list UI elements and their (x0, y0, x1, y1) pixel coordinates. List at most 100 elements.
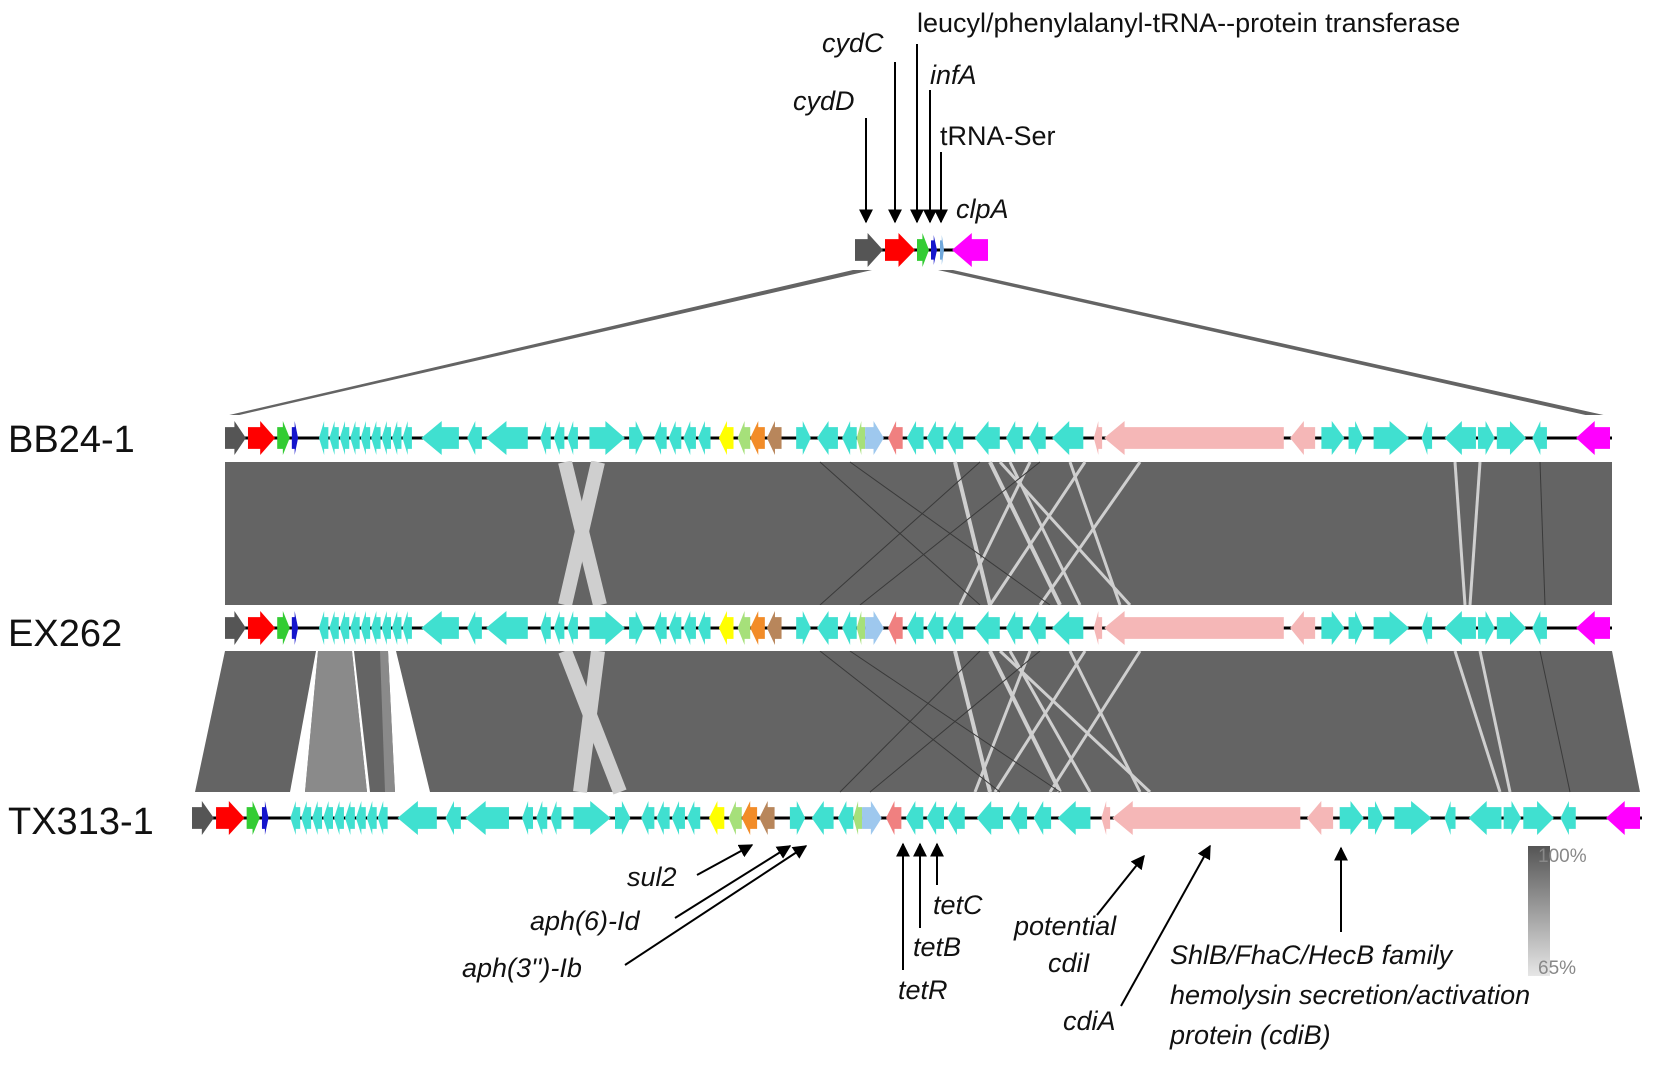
gene-arrow (486, 421, 528, 455)
gene-arrow (976, 801, 1004, 835)
identity-legend: 100% 65% (1528, 846, 1587, 979)
clpA-gene (1606, 801, 1640, 835)
clpA-gene (1576, 611, 1610, 645)
gene-arrow (946, 611, 964, 645)
label-sul2: sul2 (627, 862, 677, 892)
rearrangement-line (859, 461, 1041, 606)
gene-arrow (856, 611, 866, 645)
gene-arrow (397, 801, 437, 835)
gene-arrow (465, 801, 509, 835)
gene-arrow (656, 801, 670, 835)
gene-arrow (1321, 421, 1345, 455)
homology-band-ex262-tx313 (195, 651, 1640, 792)
label-cdiB-line3: protein (cdiB) (1169, 1020, 1331, 1050)
gene-arrow (402, 611, 412, 645)
track-tx313-1 (192, 795, 1642, 841)
gene-arrow (261, 801, 269, 835)
cydD-gene (855, 233, 883, 267)
gene-arrow (1496, 421, 1527, 455)
gene-arrow (339, 611, 350, 645)
gene-arrow (550, 801, 562, 835)
gene-arrow (796, 611, 811, 645)
gene-arrow (1093, 421, 1103, 455)
gene-arrow (329, 421, 339, 455)
gene-arrow (318, 611, 329, 645)
gene-arrow (1321, 611, 1345, 645)
legend-gradient-bar (1528, 846, 1550, 976)
homology-band-bb24-ex262 (225, 462, 1612, 605)
strain-label-ex262: EX262 (8, 613, 122, 655)
gene-arrow (1532, 421, 1547, 455)
gene-arrow (926, 421, 944, 455)
lighter-homology-block (380, 651, 395, 792)
label-potential: potential (1013, 911, 1117, 941)
label-tetB: tetB (913, 932, 961, 962)
gene-arrow (301, 801, 312, 835)
gene-arrow (766, 421, 782, 455)
gene-arrow (377, 801, 388, 835)
gene-arrow (467, 611, 482, 645)
gene-arrow (1112, 801, 1301, 835)
gene-arrow (1368, 801, 1384, 835)
gene-arrow (1532, 611, 1547, 645)
bottom-annotations: sul2 aph(6)-Id aph(3'')-Ib tetC tetB tet… (462, 842, 1530, 1050)
label-aph3-ib: aph(3'')-Ib (462, 953, 582, 983)
gene-arrow (323, 801, 333, 835)
zoom-band-left (225, 270, 872, 416)
gene-arrow (350, 611, 360, 645)
gene-arrow (750, 421, 765, 455)
label-aph6-id: aph(6)-Id (530, 906, 641, 936)
rearrangement-line (1038, 461, 1142, 606)
rearrangement-line (998, 460, 1132, 607)
gene-arrow (888, 421, 903, 455)
infA-gene (931, 235, 937, 265)
label-clpA: clpA (956, 194, 1009, 224)
gene-arrow (1051, 421, 1084, 455)
gene-arrow (1444, 801, 1456, 835)
gene-arrow (291, 611, 299, 645)
gene-arrow (371, 421, 381, 455)
gene-arrow (371, 611, 381, 645)
gene-arrow (192, 801, 214, 835)
arrow-aph3 (624, 845, 808, 966)
gene-arrow (683, 421, 696, 455)
label-cdiB-line1: ShlB/FhaC/HecB family (1170, 940, 1454, 970)
label-trna-ser: tRNA-Ser (940, 121, 1056, 151)
gene-arrow (1104, 421, 1284, 455)
gene-arrow (1394, 801, 1432, 835)
rearrangement-line (958, 461, 1032, 606)
legend-max-label: 100% (1538, 846, 1587, 867)
track-ex262 (225, 605, 1612, 651)
gene-arrow (345, 801, 355, 835)
gene-arrow (1306, 801, 1334, 835)
gene-arrow (1373, 611, 1410, 645)
gene-arrow (334, 801, 344, 835)
gene-arrow (246, 801, 260, 835)
gene-arrow (392, 421, 402, 455)
gene-arrow (553, 611, 565, 645)
cydC-gene (885, 233, 915, 267)
gene-arrow (1468, 801, 1502, 835)
gene-arrow (615, 801, 631, 835)
band-gap (352, 651, 370, 792)
strain-label-tx313-1: TX313-1 (8, 801, 154, 843)
gene-arrow (225, 421, 246, 455)
gene-arrow (421, 421, 459, 455)
rearrangement-line (973, 650, 1032, 793)
gene-arrow (381, 611, 392, 645)
rearrangement-line (1539, 650, 1571, 793)
gene-arrow (1006, 421, 1023, 455)
rearrangement-line (819, 461, 981, 606)
strain-label-bb24-1: BB24-1 (8, 419, 135, 461)
gene-arrow (1290, 611, 1316, 645)
gene-arrow (1373, 421, 1410, 455)
gene-arrow (853, 801, 863, 835)
gene-arrow (865, 611, 884, 645)
gene-arrow (536, 801, 548, 835)
label-cdiA: cdiA (1063, 1006, 1116, 1036)
gene-arrow (1093, 611, 1103, 645)
gene-arrow (1348, 611, 1364, 645)
gene-arrow (1444, 421, 1476, 455)
gene-arrow (355, 801, 366, 835)
